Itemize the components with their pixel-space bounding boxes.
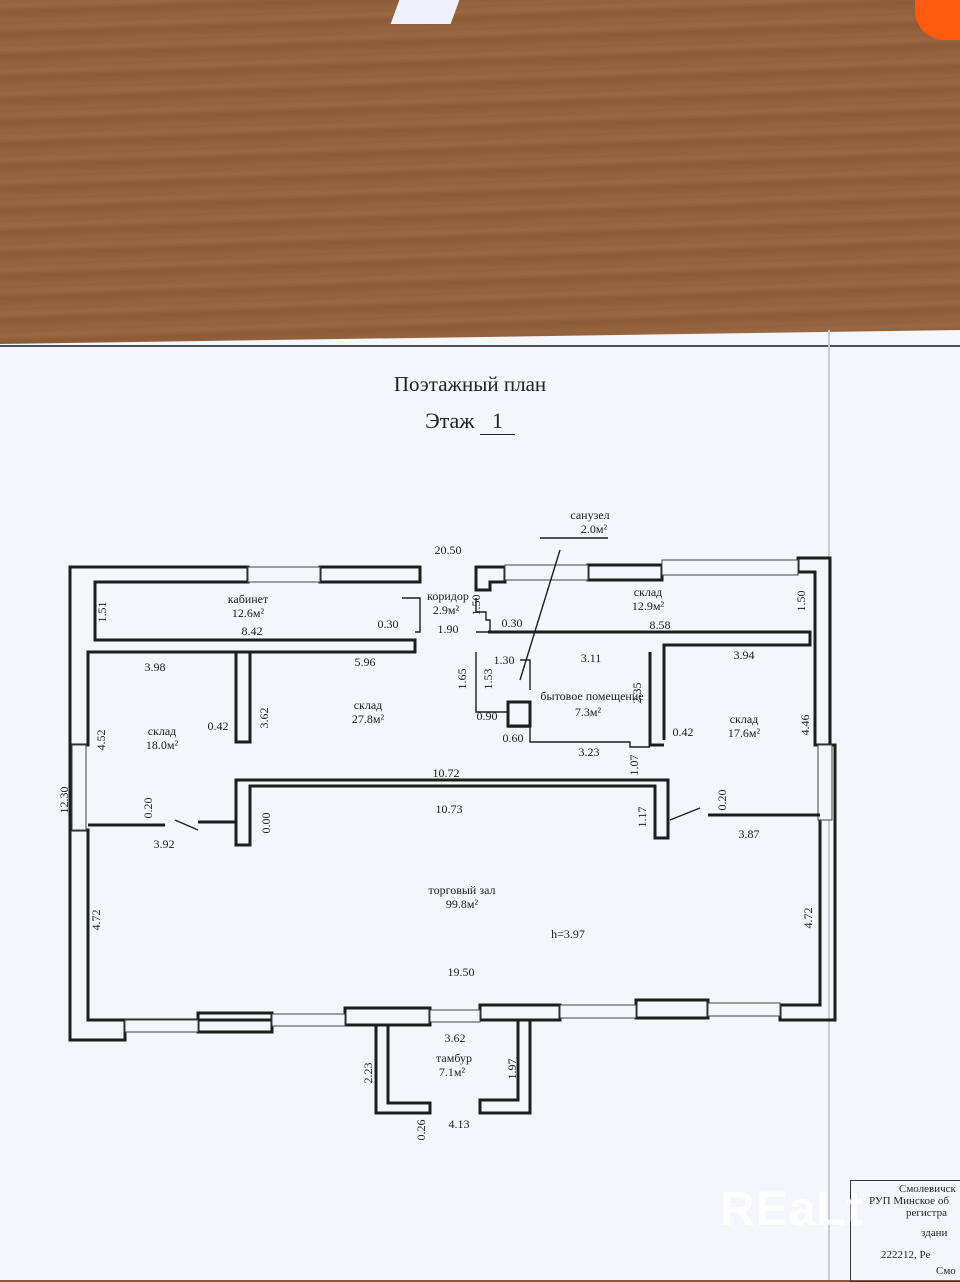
room-label-office: кабинет — [228, 592, 269, 606]
height-note: h=3.97 — [551, 927, 585, 941]
dimension-label: 0.60 — [503, 731, 524, 745]
dimension-label: 12.30 — [57, 787, 71, 814]
dimension-label: 4.46 — [798, 715, 812, 736]
dimension-label: 0.90 — [477, 709, 498, 723]
dimension-label: 0.20 — [715, 790, 729, 811]
room-label-utility: бытовое помещение — [540, 689, 643, 703]
stamp-line: 222212, Ре — [881, 1249, 931, 1261]
floor-plan-sheet — [0, 330, 960, 1280]
dimension-label: 2.23 — [361, 1063, 375, 1084]
dimension-label: 2.35 — [630, 683, 644, 704]
dimension-label: 0.26 — [414, 1120, 428, 1141]
windows — [71, 559, 833, 1033]
registration-stamp: Смолевичск РУП Минское об регистра здани… — [850, 1180, 960, 1282]
dimension-label: 1.53 — [481, 669, 495, 690]
room-label-storage-2: склад — [354, 698, 383, 712]
stamp-line: Смолевичск — [899, 1183, 956, 1195]
dimension-label: 3.11 — [581, 651, 602, 665]
room-area-wc: 2.0м² — [581, 522, 608, 536]
stamp-line: регистра — [906, 1207, 947, 1219]
stamp-line: здани — [921, 1227, 948, 1239]
dimension-label: 4.72 — [89, 910, 103, 931]
room-area-vestibule: 7.1м² — [439, 1065, 466, 1079]
dimension-label: 0.20 — [141, 798, 155, 819]
room-area-corridor: 2.9м² — [433, 603, 460, 617]
room-area-office: 12.6м² — [232, 606, 265, 620]
dimension-label: 4.52 — [94, 730, 108, 751]
dimension-label: 3.98 — [145, 660, 166, 674]
dimension-label: 3.62 — [257, 708, 271, 729]
floor-heading: Этаж 1 — [300, 408, 640, 435]
internal-walls — [88, 597, 820, 847]
dimension-label: 3.87 — [739, 827, 760, 841]
dimension-label: 1.51 — [95, 602, 109, 623]
frame-line — [0, 345, 960, 347]
dimension-label: 3.92 — [154, 837, 175, 851]
dimension-label: 4.72 — [801, 908, 815, 929]
dimension-label: 0.30 — [378, 617, 399, 631]
dimension-label: 1.07 — [627, 755, 641, 776]
realt-watermark: REaLt — [720, 1183, 864, 1236]
room-label-storage-4: склад — [730, 712, 759, 726]
dimension-label: 1.30 — [494, 653, 515, 667]
room-label-storage-3: склад — [148, 724, 177, 738]
stamp-line: Смо — [936, 1265, 956, 1277]
dimension-label: 0.00 — [259, 813, 273, 834]
dimension-label: 20.50 — [435, 543, 462, 557]
room-area-storage-4: 17.6м² — [728, 726, 761, 740]
dimension-label: 3.94 — [734, 648, 755, 662]
dimension-label: 3.62 — [445, 1031, 466, 1045]
dimension-label: 1.90 — [438, 622, 459, 636]
dimension-label: 1.97 — [505, 1059, 519, 1080]
room-label-wc: санузел — [570, 508, 609, 522]
room-labels: кабинет 12.6м² коридор 2.9м² санузел 2.0… — [146, 508, 761, 1079]
dimension-label: 1.65 — [455, 669, 469, 690]
dimension-label: 19.50 — [448, 965, 475, 979]
room-area-utility: 7.3м² — [575, 705, 602, 719]
dimension-label: 10.73 — [436, 802, 463, 816]
stamp-line: РУП Минское об — [869, 1195, 949, 1207]
dimension-label: 0.42 — [673, 725, 694, 739]
room-area-storage-3: 18.0м² — [146, 738, 179, 752]
room-label-vestibule: тамбур — [436, 1051, 472, 1065]
dimension-label: 1.50 — [469, 595, 483, 616]
room-label-sales-hall: торговый зал — [428, 883, 495, 897]
dimension-labels: 20.50 1.51 8.42 0.30 1.90 1.50 0.30 8.58… — [57, 543, 815, 1141]
dimension-label: 0.30 — [502, 616, 523, 630]
dimension-label: 0.42 — [208, 719, 229, 733]
room-label-corridor: коридор — [427, 589, 469, 603]
floor-number: 1 — [479, 408, 515, 435]
floor-label: Этаж — [425, 408, 475, 433]
dimension-label: 5.96 — [355, 655, 376, 669]
leader-lines — [174, 537, 701, 831]
room-area-storage-2: 27.8м² — [352, 712, 385, 726]
room-label-storage-1: склад — [634, 585, 663, 599]
dimension-label: 10.72 — [433, 766, 460, 780]
dimension-label: 1.17 — [635, 807, 649, 828]
dimension-label: 8.42 — [242, 624, 263, 638]
desk-background — [0, 0, 960, 360]
dimension-label: 4.13 — [449, 1117, 470, 1131]
room-area-sales-hall: 99.8м² — [446, 897, 479, 911]
dimension-label: 8.58 — [650, 618, 671, 632]
vestibule-walls — [374, 1020, 532, 1115]
plan-title: Поэтажный план — [393, 372, 547, 396]
dimension-label: 3.23 — [579, 745, 600, 759]
dimension-label: 1.50 — [794, 591, 808, 612]
room-area-storage-1: 12.9м² — [632, 599, 665, 613]
